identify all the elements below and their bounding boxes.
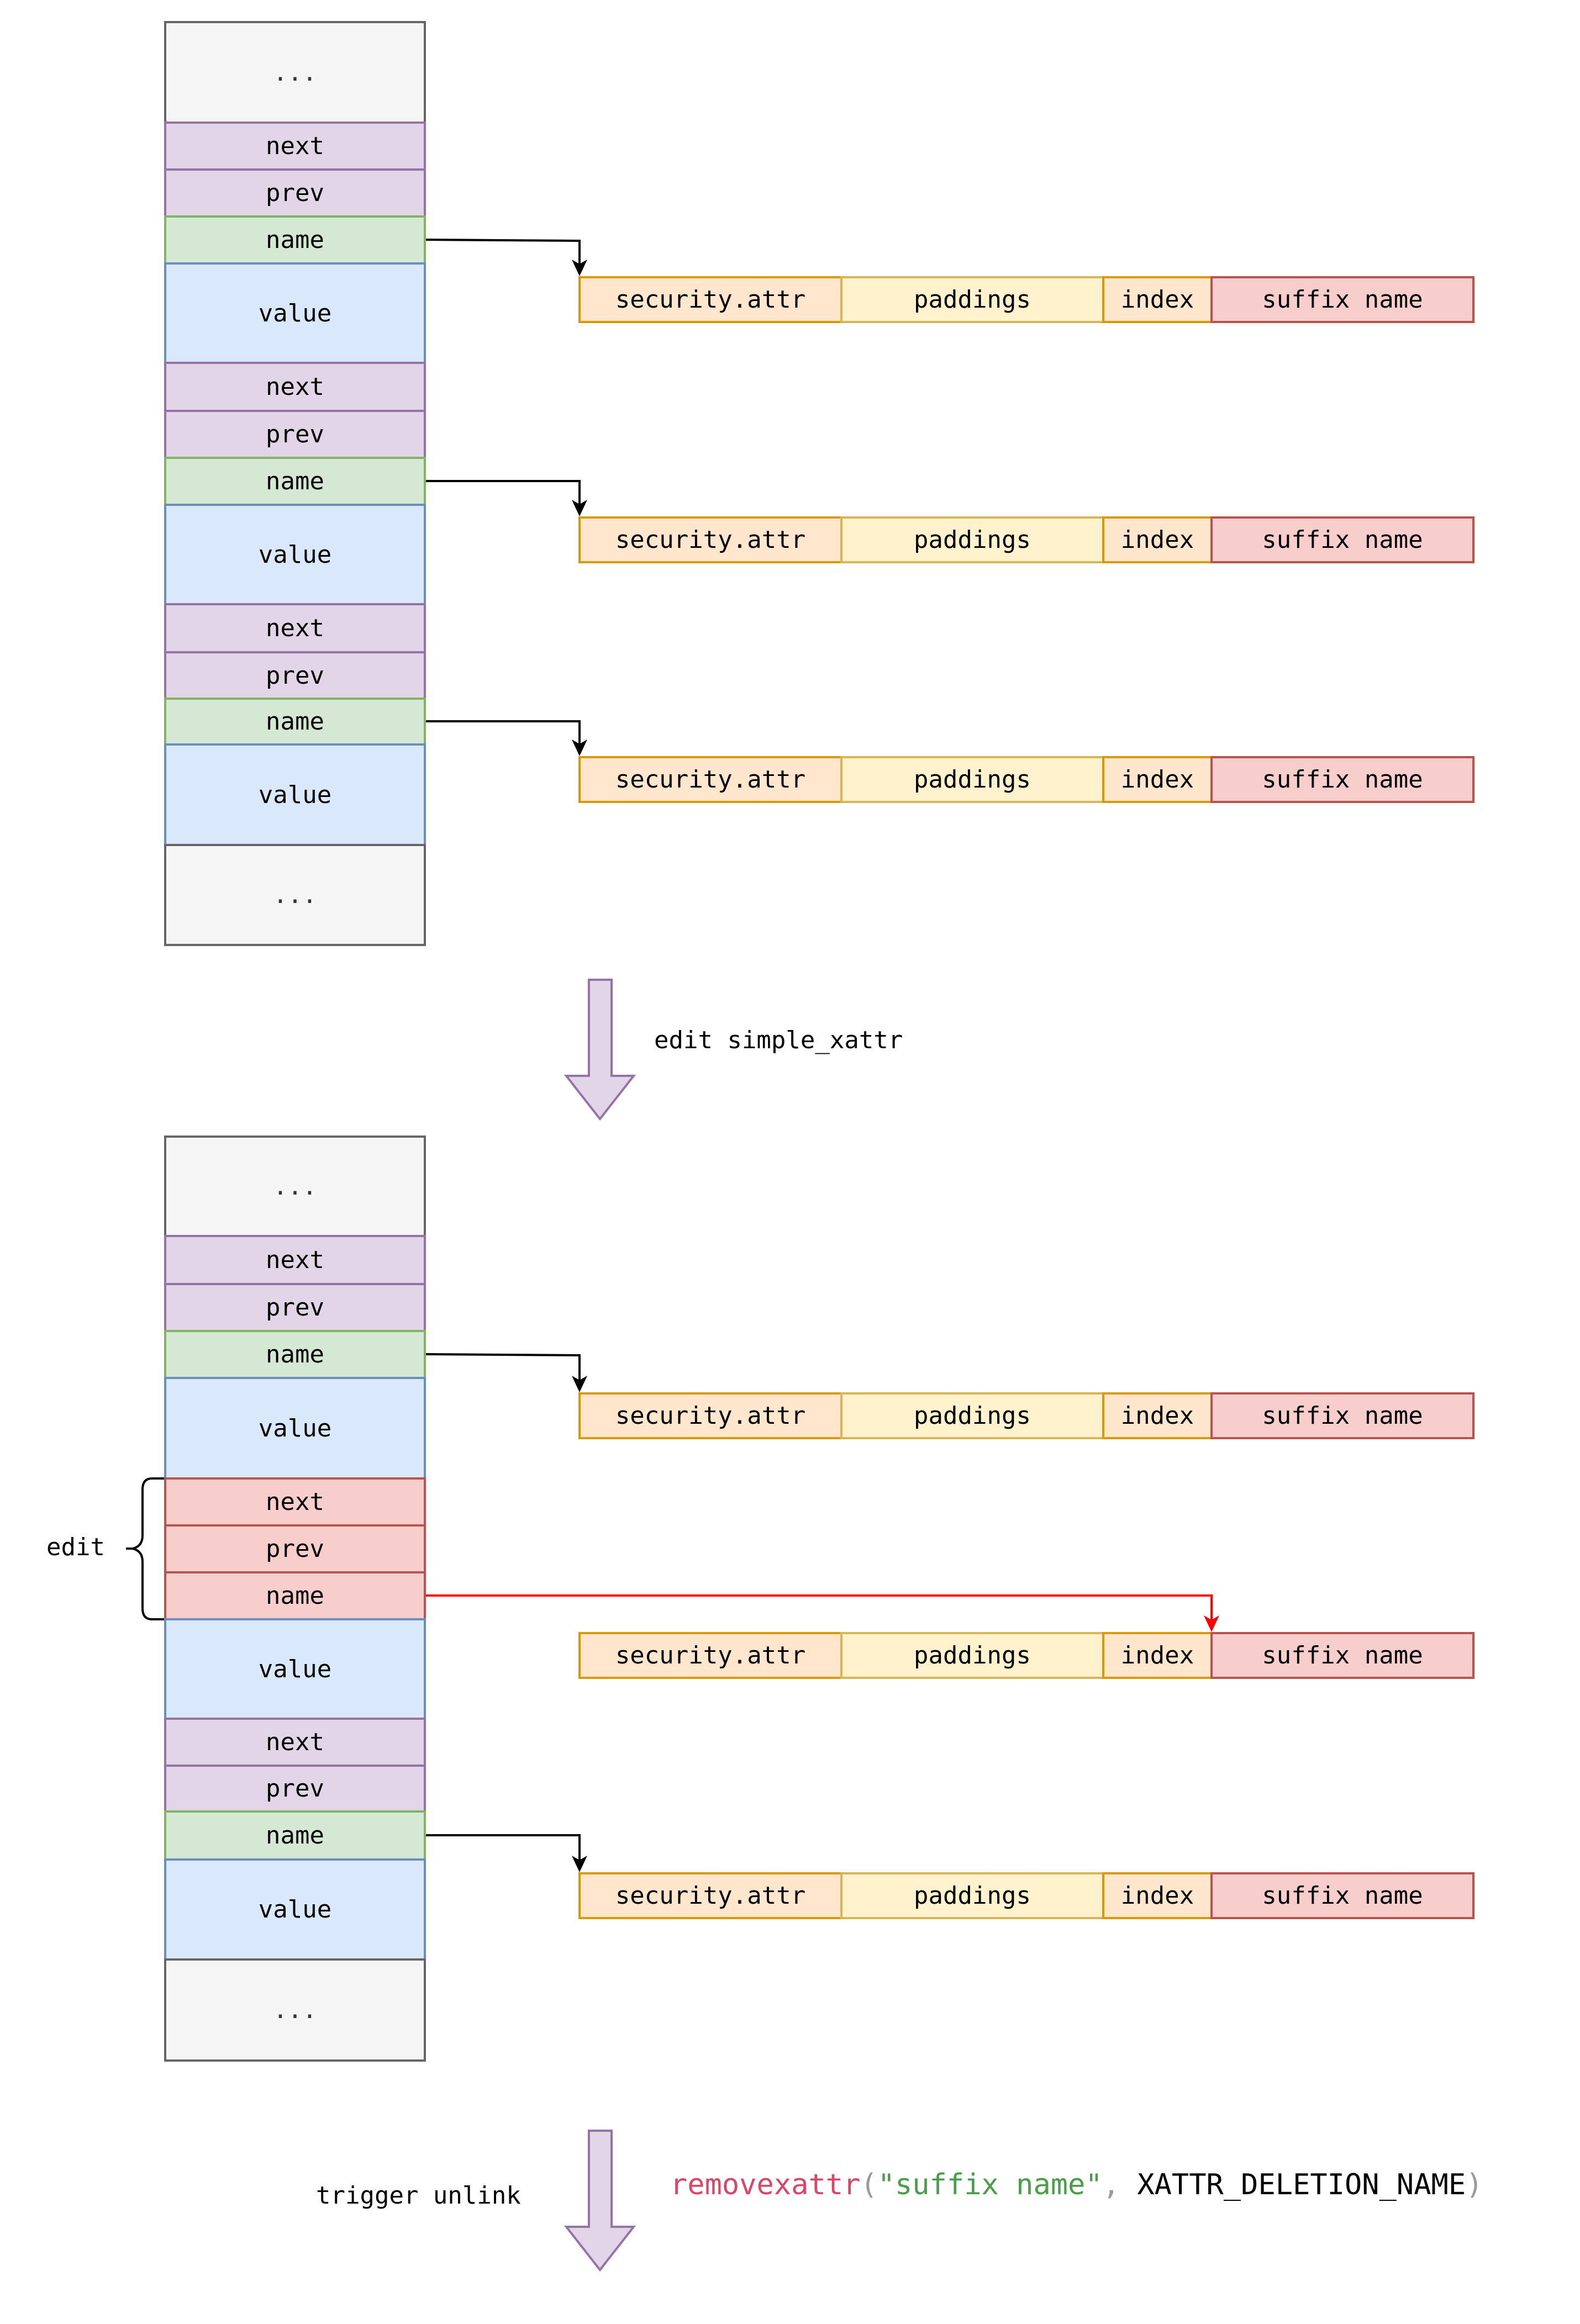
pointer-arrow <box>425 239 587 276</box>
memory-cell-next: next <box>164 1718 426 1767</box>
code-comma: , <box>1102 2168 1137 2201</box>
memory-cell-name: name <box>164 698 426 746</box>
code-paren: ) <box>1466 2168 1483 2201</box>
paddings-field: paddings <box>840 276 1104 323</box>
memory-cell-prev: prev <box>164 651 426 700</box>
paddings-field: paddings <box>840 1392 1104 1439</box>
index-field: index <box>1102 1392 1213 1439</box>
memory-cell-ellipsis: ... <box>164 1958 426 2062</box>
memory-cell-prev: prev <box>164 1765 426 1813</box>
memory-cell-value: value <box>164 1858 426 1961</box>
pointer-arrow <box>426 1834 587 1872</box>
memory-cell-next: next <box>164 362 426 412</box>
index-field: index <box>1102 756 1213 803</box>
memory-cell-next: next <box>164 603 426 653</box>
memory-cell-next: next <box>164 1235 426 1285</box>
memory-cell-prev: prev <box>164 168 426 218</box>
memory-cell-next: next <box>164 1477 426 1527</box>
step-label-edit: edit simple_xattr <box>654 1026 903 1054</box>
step-label-trigger: trigger unlink <box>316 2182 521 2210</box>
memory-cell-name: name <box>164 457 426 506</box>
memory-cell-value: value <box>164 262 426 364</box>
memory-cell-name: name <box>164 215 426 265</box>
code-paren: ( <box>860 2168 878 2201</box>
index-field: index <box>1102 1632 1213 1679</box>
memory-cell-ellipsis: ... <box>164 1135 426 1237</box>
pointer-arrow-edited <box>426 1594 1219 1632</box>
paddings-field: paddings <box>840 1872 1104 1919</box>
memory-cell-name: name <box>164 1810 426 1861</box>
pointer-arrow <box>426 720 587 756</box>
index-field: index <box>1102 1872 1213 1919</box>
suffix-name-field: suffix name <box>1210 276 1474 323</box>
security-attr-field: security.attr <box>578 1392 842 1439</box>
code-line: removexattr("suffix name", XATTR_DELETIO… <box>670 2168 1483 2201</box>
memory-cell-value: value <box>164 1618 426 1720</box>
memory-cell-value: value <box>164 1377 426 1480</box>
down-arrow-icon <box>563 979 636 1121</box>
code-function: removexattr <box>670 2168 861 2201</box>
suffix-name-field: suffix name <box>1210 1632 1474 1679</box>
down-arrow-icon <box>563 2130 636 2272</box>
code-constant-arg: XATTR_DELETION_NAME <box>1137 2168 1466 2201</box>
paddings-field: paddings <box>840 756 1104 803</box>
memory-cell-prev: prev <box>164 1524 426 1573</box>
memory-cell-prev: prev <box>164 1283 426 1332</box>
security-attr-field: security.attr <box>578 1632 842 1679</box>
paddings-field: paddings <box>840 516 1104 563</box>
memory-cell-next: next <box>164 122 426 171</box>
paddings-field: paddings <box>840 1632 1104 1679</box>
index-field: index <box>1102 276 1213 323</box>
memory-cell-value: value <box>164 743 426 846</box>
memory-cell-name: name <box>164 1330 426 1379</box>
curly-brace-icon <box>126 1477 164 1620</box>
index-field: index <box>1102 516 1213 563</box>
edit-label: edit <box>46 1533 105 1561</box>
suffix-name-field: suffix name <box>1210 1392 1474 1439</box>
security-attr-field: security.attr <box>578 516 842 563</box>
security-attr-field: security.attr <box>578 1872 842 1919</box>
code-string-arg: "suffix name" <box>877 2168 1103 2201</box>
pointer-arrow <box>425 1353 587 1392</box>
memory-cell-ellipsis: ... <box>164 844 426 946</box>
memory-cell-prev: prev <box>164 410 426 459</box>
memory-cell-value: value <box>164 504 426 605</box>
security-attr-field: security.attr <box>578 756 842 803</box>
suffix-name-field: suffix name <box>1210 756 1474 803</box>
memory-cell-ellipsis: ... <box>164 21 426 124</box>
security-attr-field: security.attr <box>578 276 842 323</box>
suffix-name-field: suffix name <box>1210 516 1474 563</box>
memory-cell-name: name <box>164 1571 426 1620</box>
suffix-name-field: suffix name <box>1210 1872 1474 1919</box>
pointer-arrow <box>426 480 587 516</box>
